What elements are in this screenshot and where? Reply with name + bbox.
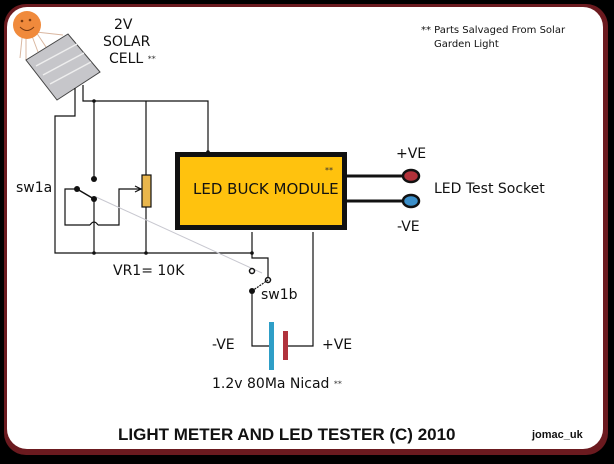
diagram-title: LIGHT METER AND LED TESTER (C) 2010	[118, 425, 456, 444]
gang-link	[95, 196, 263, 274]
solar-cell-label-line2: SOLAR	[103, 34, 151, 50]
battery-negative-plate	[269, 322, 274, 370]
battery-positive-plate	[283, 331, 288, 360]
led-test-socket-label: LED Test Socket	[434, 181, 545, 197]
note-line1: ** Parts Salvaged From Solar	[421, 25, 566, 36]
salvaged-mark: **	[147, 54, 156, 64]
solar-cell-label-line3: CELL **	[109, 51, 156, 67]
battery-salvaged-mark: **	[333, 379, 342, 389]
socket-negative-label: -VE	[397, 219, 420, 235]
switch-b-contacts	[248, 267, 272, 294]
solar-cell-text: CELL	[109, 51, 144, 67]
buck-module-box	[175, 152, 347, 230]
socket-positive-label: +VE	[396, 146, 427, 162]
potentiometer-label: VR1= 10K	[113, 263, 185, 279]
switch-a-contacts	[74, 176, 97, 202]
buck-module-mark: **	[325, 166, 333, 175]
battery-label-text: 1.2v 80Ma Nicad	[212, 376, 330, 392]
potentiometer-icon	[134, 174, 152, 208]
switch-b-label: sw1b	[261, 287, 298, 303]
socket-positive-terminal	[401, 168, 421, 184]
battery-label: 1.2v 80Ma Nicad **	[212, 376, 342, 392]
battery-negative-label: -VE	[212, 337, 235, 353]
solar-cell-label-line1: 2V	[114, 17, 133, 33]
solar-panel-icon	[25, 33, 101, 101]
buck-module-label: LED BUCK MODULE	[193, 180, 339, 198]
author-credit: jomac_uk	[532, 429, 583, 441]
battery-positive-label: +VE	[322, 337, 353, 353]
socket-negative-terminal	[401, 193, 421, 209]
sun-icon	[13, 11, 64, 60]
switch-a-label: sw1a	[16, 180, 53, 196]
note-line2: Garden Light	[434, 39, 499, 50]
